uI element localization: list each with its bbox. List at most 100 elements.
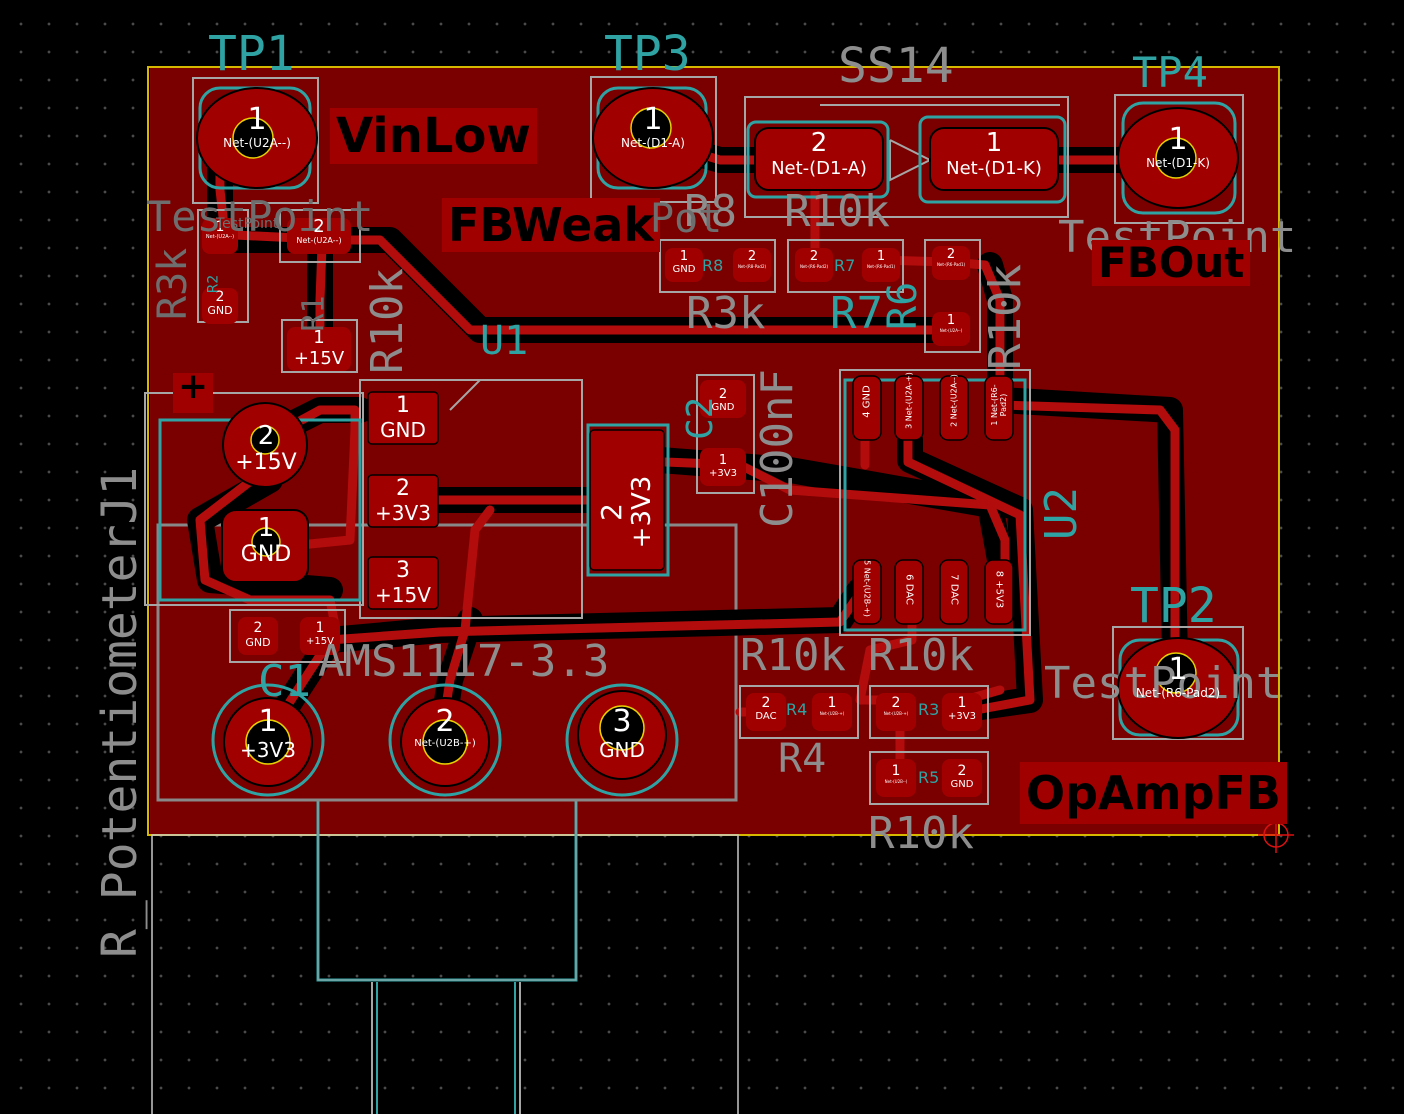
pad-u2-2[interactable]: 2 Net-(U2A--) <box>950 371 959 431</box>
ref-c100nf[interactable]: C100nF <box>752 369 803 528</box>
pad-u2-5[interactable]: 5 Net-(U2B-+) <box>863 559 872 619</box>
pad-net: Net-(U2A--) <box>205 234 235 240</box>
pad-number: 2 <box>257 421 275 451</box>
pad-number: 2 <box>718 387 728 402</box>
pad-net: +3V3 <box>627 475 657 549</box>
label-vinlow[interactable]: VinLow <box>330 108 537 164</box>
pad-r6-1[interactable]: 1 Net-(U2A--) <box>932 313 970 334</box>
pad-r6-2[interactable]: 2 Net-(R6-Pad1) <box>932 248 970 268</box>
pad-net: GND <box>245 636 271 649</box>
pad-net: DAC <box>755 711 777 722</box>
pot-outline <box>151 523 739 1114</box>
pad-u2-6[interactable]: 6 DAC <box>904 560 915 620</box>
pad-u2-3[interactable]: 3 Net-(U2A-+) <box>905 371 914 431</box>
pad-u1-3[interactable]: 3 +15V <box>368 559 438 608</box>
pad-number: 1 <box>946 313 956 328</box>
ref-testpoint-c[interactable]: TestPoint <box>146 192 374 241</box>
pad-u1-2[interactable]: 2 +3V3 <box>368 477 438 526</box>
pad-u2-1[interactable]: 1 Net-(R6-Pad2) <box>990 375 1008 435</box>
pad-net: +5V3 <box>993 580 1005 609</box>
ref-r7[interactable]: R7 <box>830 288 883 339</box>
pad-tp2[interactable]: 1 Net-(R6-Pad2) <box>1119 654 1237 701</box>
pad-c2-1[interactable]: 1 +3V3 <box>700 454 746 480</box>
ref-r7-small: R7 <box>834 256 856 275</box>
pad-net: Net-(R6-Pad2) <box>799 264 829 269</box>
ref-r3k-mid[interactable]: R3k <box>686 288 766 339</box>
ref-r10k-bot2[interactable]: R10k <box>868 630 974 681</box>
pad-pot-1[interactable]: 1 +3V3 <box>228 706 308 763</box>
pad-r4-2[interactable]: 2 DAC <box>746 695 786 722</box>
pad-r1-1[interactable]: 1 +15V <box>287 328 351 370</box>
silk-outlines <box>144 76 1244 805</box>
ref-j1[interactable]: R_PotentiometerJ1 <box>92 466 148 958</box>
ref-testpoint-b[interactable]: TestPoint <box>1044 658 1283 709</box>
ref-ss14[interactable]: SS14 <box>838 38 954 94</box>
pad-pot-3[interactable]: 3 GND <box>582 706 662 763</box>
ref-r10k-top[interactable]: R10k <box>784 186 890 237</box>
pad-pot-2[interactable]: 2 Net-(U2B-+) <box>395 706 495 750</box>
pad-tp3[interactable]: 1 Net-(D1-A) <box>594 102 712 151</box>
pad-c1-1[interactable]: 1 +15V <box>300 620 340 647</box>
label-fbout[interactable]: FBOut <box>1092 240 1251 286</box>
ref-r10k-r1[interactable]: R10k <box>362 268 413 374</box>
pad-d1-2[interactable]: 2 Net-(D1-A) <box>755 128 883 179</box>
pad-net: GND <box>599 738 645 762</box>
pad-net: Net-(U2B-+) <box>414 738 476 749</box>
pad-c2-2[interactable]: 2 GND <box>700 387 746 414</box>
label-fbweak[interactable]: FBWeak <box>442 198 660 252</box>
pad-j1-2[interactable]: 2 +15V <box>226 422 306 475</box>
pad-u2-8[interactable]: 8 +5V3 <box>994 560 1005 620</box>
pad-number: 8 <box>993 570 1005 578</box>
ref-r8[interactable]: R8 <box>684 186 737 237</box>
pad-number: 1 <box>643 102 663 137</box>
pad-r7-2[interactable]: 2 Net-(R6-Pad2) <box>795 250 833 270</box>
pad-net: Net-(U2A--) <box>223 136 291 150</box>
ref-r6[interactable]: R6 <box>880 281 926 330</box>
pad-number: 2 <box>957 763 967 779</box>
pad-u2-4[interactable]: 4 GND <box>862 372 873 432</box>
pad-number: 1 <box>257 513 275 543</box>
label-opampfb[interactable]: OpAmpFB <box>1020 762 1287 824</box>
pad-u1-tab[interactable]: 2 +3V3 <box>595 437 657 587</box>
pad-r1-2[interactable]: 2 Net-(U2A--) <box>287 218 351 246</box>
pad-d1-1[interactable]: 1 Net-(D1-K) <box>930 128 1058 179</box>
ref-tp1[interactable]: TP1 <box>208 26 295 82</box>
ref-tp4[interactable]: TP4 <box>1132 48 1208 97</box>
pad-r8-2[interactable]: 2 Net-(R8-Pad2) <box>733 250 771 270</box>
pad-net: +15V <box>375 583 431 607</box>
pad-r8-1[interactable]: 1 GND <box>665 250 703 276</box>
pad-number: 2 <box>891 695 901 711</box>
ref-r1-small: R1 <box>296 295 332 332</box>
pad-net: +15V <box>293 348 345 369</box>
pad-r7-1[interactable]: 1 Net-(R6-Pad1) <box>862 250 900 270</box>
pad-r2-1[interactable]: 1 Net-(U2A--) <box>202 220 238 240</box>
pad-j1-1[interactable]: 1 GND <box>226 514 306 567</box>
ref-u1[interactable]: U1 <box>480 318 529 364</box>
pad-r5-2[interactable]: 2 GND <box>942 763 982 790</box>
ref-tp3[interactable]: TP3 <box>604 26 691 82</box>
ref-r4[interactable]: R4 <box>778 736 827 782</box>
ref-u2[interactable]: U2 <box>1036 487 1087 540</box>
ref-ams1117[interactable]: AMS1117-3.3 <box>318 636 610 687</box>
pad-r4-1[interactable]: 1 Net-(U2B-+) <box>812 695 852 716</box>
ref-r10k-r6[interactable]: R10k <box>980 264 1031 370</box>
pad-tp4[interactable]: 1 Net-(D1-K) <box>1119 122 1237 171</box>
ref-c1[interactable]: C1 <box>258 656 311 707</box>
pad-u2-7[interactable]: 7 DAC <box>949 560 960 620</box>
pad-r3-2[interactable]: 2 Net-(U2B-+) <box>876 695 916 716</box>
pad-r3-1[interactable]: 1 +3V3 <box>942 695 982 722</box>
ref-tp2[interactable]: TP2 <box>1130 578 1217 634</box>
pad-r5-1[interactable]: 1 Net-(U2B--) <box>876 763 916 784</box>
pad-number: 1 <box>247 102 267 137</box>
ref-r3k-left[interactable]: R3k <box>150 247 196 320</box>
ref-r10k-bot1[interactable]: R10k <box>740 630 846 681</box>
pad-u1-1[interactable]: 1 GND <box>368 394 438 443</box>
pad-c1-2[interactable]: 2 GND <box>238 620 278 649</box>
ref-r10k-r5[interactable]: R10k <box>868 808 974 859</box>
pad-r2-2[interactable]: 2 GND <box>202 290 238 317</box>
pad-number: 1 <box>1168 122 1188 157</box>
pad-net: Net-(R8-Pad2) <box>737 264 767 269</box>
pad-tp1[interactable]: 1 Net-(U2A--) <box>198 102 316 151</box>
